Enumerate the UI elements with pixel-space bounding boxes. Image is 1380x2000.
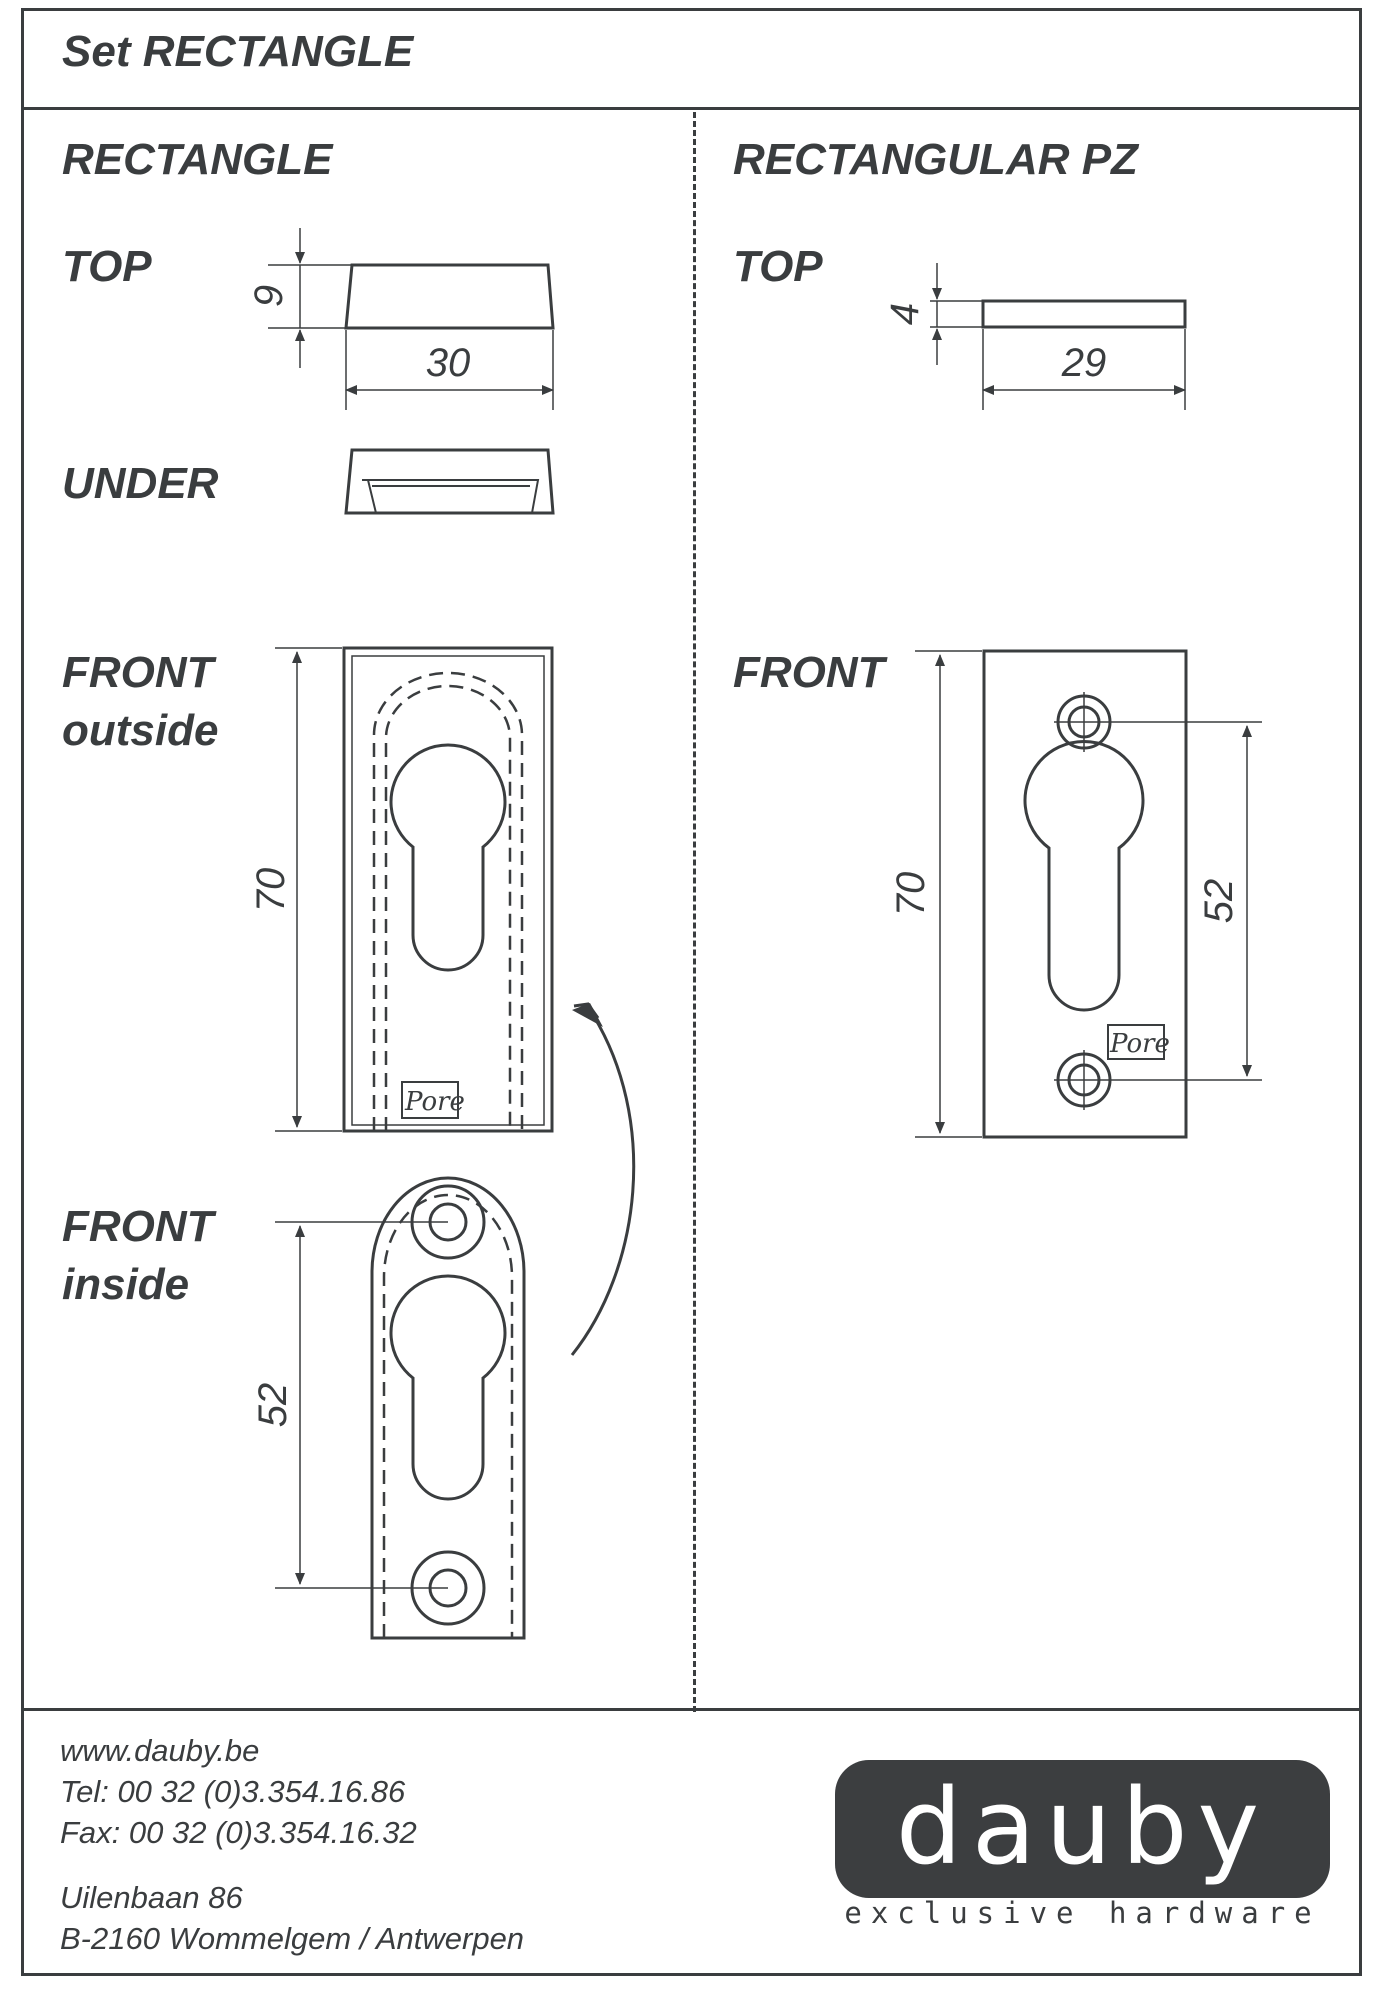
dim-right-top-height: 4 <box>883 303 927 325</box>
left-top-label: TOP <box>62 242 152 291</box>
right-front-brand-mark: Pore <box>1109 1029 1170 1059</box>
rotate-arrow <box>570 1009 636 1356</box>
footer-tel: Tel: 00 32 (0)3.354.16.86 <box>60 1774 406 1809</box>
header-divider <box>21 107 1362 110</box>
right-top-label: TOP <box>733 242 823 291</box>
brand-logo-wordmark: dauby <box>895 1766 1270 1888</box>
left-top-view <box>268 228 555 410</box>
dim-right-top-width: 29 <box>1061 341 1107 385</box>
footer-fax: Fax: 00 32 (0)3.354.16.32 <box>60 1815 417 1850</box>
front-outside-view: Pore <box>275 646 554 1133</box>
right-heading: RECTANGULAR PZ <box>733 135 1138 184</box>
front-inside-label-line2: inside <box>62 1260 190 1309</box>
dim-left-top-width: 30 <box>426 341 471 385</box>
column-divider <box>693 112 696 1712</box>
front-outside-label-line2: outside <box>62 706 219 755</box>
footer-street: Uilenbaan 86 <box>60 1880 243 1915</box>
left-under-view <box>344 448 555 515</box>
footer-divider <box>21 1708 1362 1711</box>
brand-tagline: exclusive hardware <box>844 1896 1321 1930</box>
front-outside-brand-mark: Pore <box>404 1087 465 1117</box>
dim-left-top-height: 9 <box>247 285 291 307</box>
dim-front-inside-spacing: 52 <box>251 1383 295 1428</box>
drawing-frame <box>21 8 1362 1976</box>
right-front-view: Pore <box>915 649 1262 1139</box>
front-inside-label-line1: FRONT <box>62 1202 214 1251</box>
dim-right-hole-spacing: 52 <box>1197 879 1241 924</box>
left-under-label: UNDER <box>62 459 219 508</box>
footer-city: B-2160 Wommelgem / Antwerpen <box>60 1921 525 1956</box>
front-inside-view <box>275 1176 526 1640</box>
brand-logo <box>835 1760 1330 1898</box>
page-title: Set RECTANGLE <box>62 27 414 76</box>
dim-right-front-height: 70 <box>889 872 933 917</box>
front-outside-label-line1: FRONT <box>62 648 214 697</box>
footer-website[interactable]: www.dauby.be <box>60 1733 260 1768</box>
dim-front-outside-height: 70 <box>249 868 293 913</box>
left-heading: RECTANGLE <box>62 135 333 184</box>
right-front-label: FRONT <box>733 648 885 697</box>
right-top-view <box>930 263 1187 410</box>
